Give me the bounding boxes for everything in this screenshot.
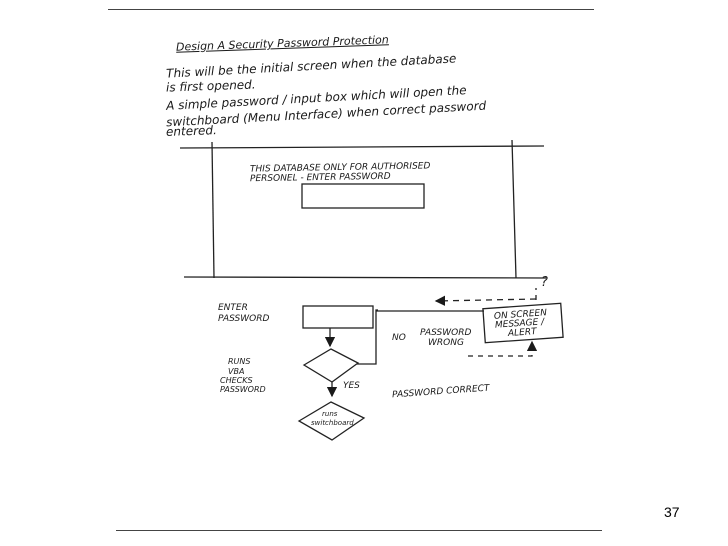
password-wrong-line-1: PASSWORD xyxy=(420,328,472,338)
screen-frame-left xyxy=(211,141,215,279)
vba-check-diamond xyxy=(302,348,360,383)
alert-box xyxy=(482,302,564,344)
question-mark: ? xyxy=(541,275,548,290)
vba-label-line-2: VBA xyxy=(228,367,245,376)
no-label: NO xyxy=(392,333,406,343)
switchboard-label-line-2: switchboard xyxy=(311,419,354,427)
dashed-wrong-to-alert xyxy=(468,340,538,357)
enter-label-line-1: ENTER xyxy=(218,303,248,313)
yes-label: YES xyxy=(343,381,360,391)
vba-label-line-4: PASSWORD xyxy=(220,385,266,394)
vba-label-line-1: RUNS xyxy=(228,357,251,366)
dashed-arrow-to-screen xyxy=(434,295,537,307)
bottom-rule xyxy=(116,530,602,531)
enter-password-box xyxy=(302,305,374,329)
enter-label-line-2: PASSWORD xyxy=(218,314,270,324)
switchboard-label-line-1: runs xyxy=(322,410,338,418)
password-input-box xyxy=(301,183,425,209)
vba-label-line-3: CHECKS xyxy=(220,376,253,385)
top-rule xyxy=(108,9,594,10)
screen-frame-right xyxy=(511,139,517,279)
password-wrong-line-2: WRONG xyxy=(428,338,464,348)
no-loop-line xyxy=(357,309,378,365)
screen-frame-bottom xyxy=(183,276,547,279)
screen-frame-top xyxy=(179,145,545,149)
switchboard-diamond xyxy=(297,401,366,441)
slide-number: 37 xyxy=(664,504,680,520)
